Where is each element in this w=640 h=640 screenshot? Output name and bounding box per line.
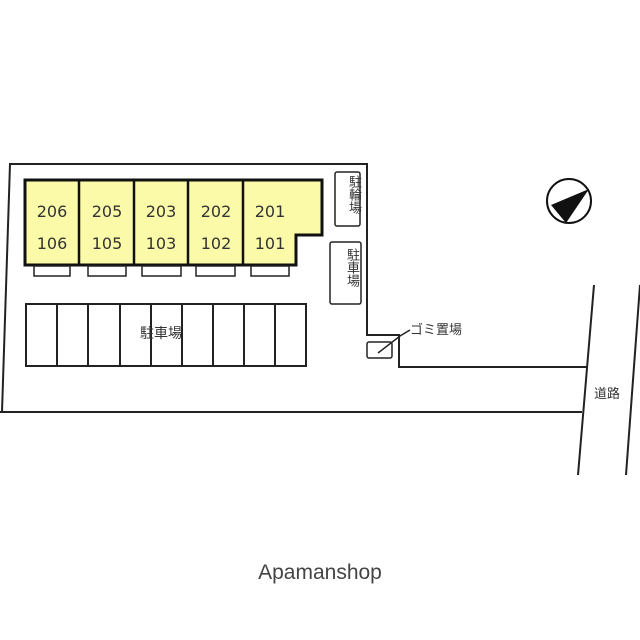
side-parking-label: 駐車場: [344, 248, 359, 287]
unit-number: 102: [200, 234, 232, 253]
bicycle-parking-box: [334, 171, 361, 227]
unit-201-101: 201 101: [243, 196, 297, 260]
unit-206-106: 206 106: [25, 196, 79, 260]
parking-lot: [25, 303, 307, 367]
apartment-building: [23, 178, 324, 267]
unit-number: 101: [254, 234, 286, 253]
unit-number: 206: [36, 202, 68, 221]
unit-205-105: 205 105: [80, 196, 134, 260]
unit-number: 202: [200, 202, 232, 221]
bicycle-parking-label: 駐輪場: [346, 175, 361, 214]
road-line-right: [625, 284, 640, 476]
side-parking-box: [329, 241, 362, 305]
main-parking-label: 駐車場: [140, 326, 182, 342]
unit-number: 203: [145, 202, 177, 221]
watermark: Apamanshop: [258, 561, 382, 584]
garbage-label: ゴミ置場: [410, 323, 463, 338]
north-compass-icon: [546, 178, 592, 224]
unit-203-103: 203 103: [134, 196, 188, 260]
road-label: 道路: [594, 387, 621, 402]
unit-number: 103: [145, 234, 177, 253]
garbage-box: [366, 341, 393, 359]
unit-number: 201: [254, 202, 286, 221]
unit-202-102: 202 102: [189, 196, 243, 260]
property-boundary: [1, 163, 588, 413]
road-line-left: [577, 284, 595, 476]
unit-number: 106: [36, 234, 68, 253]
unit-number: 105: [91, 234, 123, 253]
unit-number: 205: [91, 202, 123, 221]
balconies: [33, 265, 290, 277]
